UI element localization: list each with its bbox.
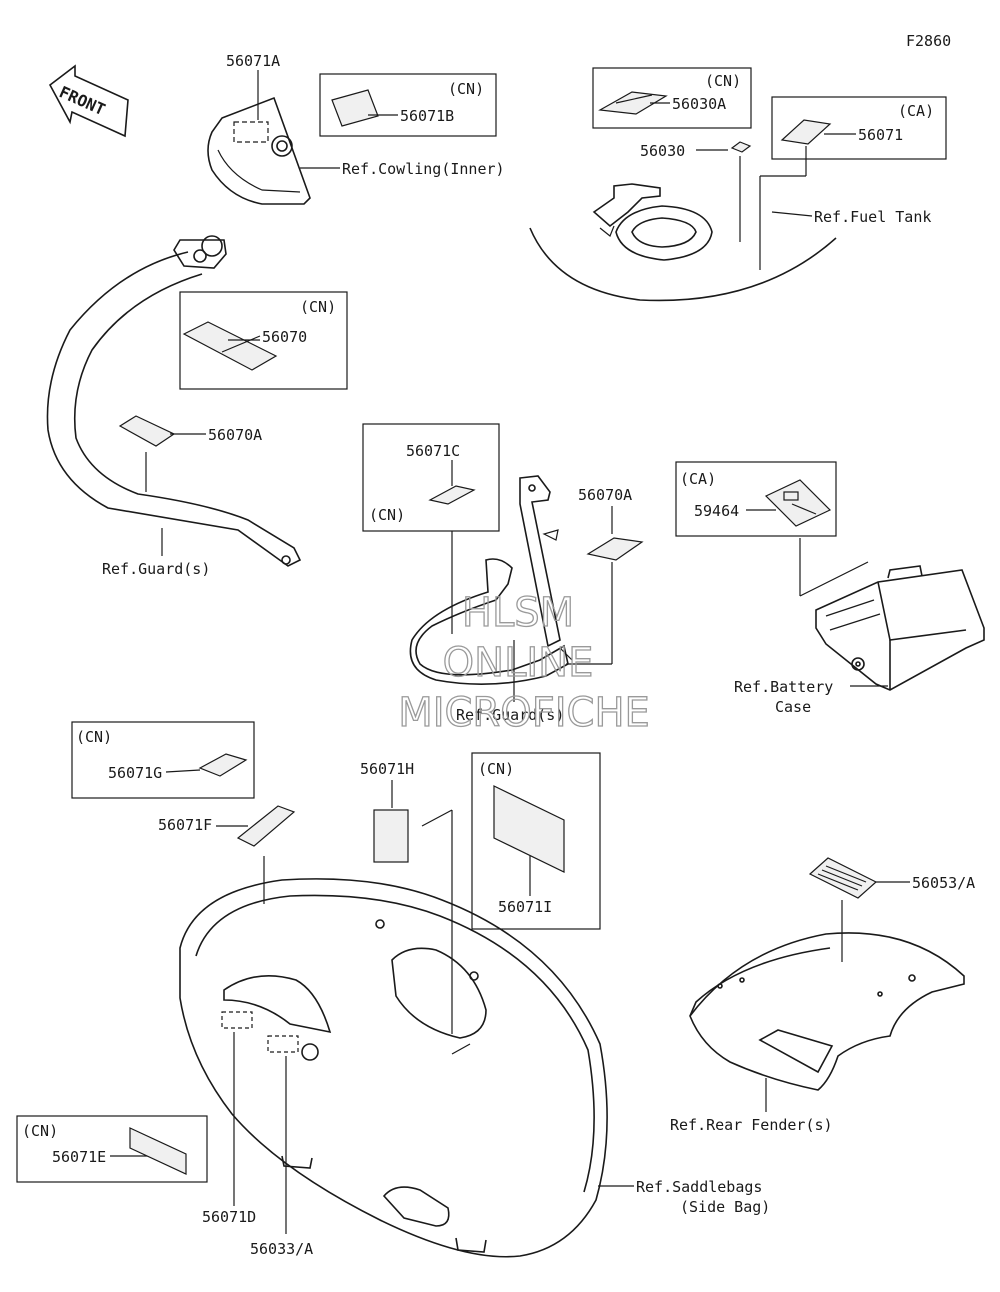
fuel-tank-part — [529, 183, 837, 302]
callout-box-56070: (CN) 56070 — [179, 291, 348, 390]
callout-box-56071e: (CN) 56071E — [16, 1115, 208, 1183]
part-label-56071g: 56071G — [108, 764, 162, 782]
region-cn: (CN) — [22, 1122, 58, 1140]
region-cn: (CN) — [705, 72, 741, 90]
ref-rear-fender: Ref.Rear Fender(s) — [670, 1116, 833, 1134]
battery-case-part — [815, 565, 985, 691]
guard-center-part — [409, 475, 573, 685]
part-label-56071d: 56071D — [202, 1208, 256, 1226]
ref-battery-case-line1: Ref.Battery — [734, 678, 833, 696]
region-cn: (CN) — [76, 728, 112, 746]
part-label-56033a: 56033/A — [250, 1240, 313, 1258]
part-label-56071a: 56071A — [226, 52, 280, 70]
part-label-59464: 59464 — [694, 502, 739, 520]
figure-code: F2860 — [906, 32, 951, 50]
region-cn: (CN) — [300, 298, 336, 316]
watermark: HLSM ONLINE MICROFICHE — [398, 589, 651, 736]
watermark-line1: HLSM — [462, 590, 574, 636]
region-ca: (CA) — [680, 470, 716, 488]
ref-guard-center: Ref.Guard(s) — [456, 706, 564, 724]
part-label-56071: 56071 — [858, 126, 903, 144]
region-cn: (CN) — [478, 760, 514, 778]
callout-box-56071-ca: (CA) 56071 — [759, 96, 947, 270]
part-label-56053a: 56053/A — [912, 874, 975, 892]
ref-saddlebags-line1: Ref.Saddlebags — [636, 1178, 762, 1196]
part-label-56070a-center: 56070A — [578, 486, 632, 504]
ref-saddlebags-line2: (Side Bag) — [680, 1198, 770, 1216]
part-label-56071c: 56071C — [406, 442, 460, 460]
callout-box-56071i: (CN) 56071I — [471, 752, 601, 930]
part-label-56071f: 56071F — [158, 816, 212, 834]
callout-box-59464: (CA) 59464 — [675, 461, 837, 537]
part-label-56030a: 56030A — [672, 95, 726, 113]
part-label-56070a-left: 56070A — [208, 426, 262, 444]
ref-battery-case-line2: Case — [775, 698, 811, 716]
guard-left-part — [46, 235, 302, 567]
part-label-56070: 56070 — [262, 328, 307, 346]
part-label-56071e: 56071E — [52, 1148, 106, 1166]
watermark-line3: MICROFICHE — [398, 690, 650, 736]
part-label-56071h: 56071H — [360, 760, 414, 778]
ref-guard-left: Ref.Guard(s) — [102, 560, 210, 578]
cowling-inner-part — [207, 96, 311, 205]
callout-box-56071c: 56071C (CN) — [362, 423, 500, 532]
watermark-line2: ONLINE — [443, 640, 594, 686]
label-56071h — [373, 809, 409, 863]
callout-box-56071g: (CN) 56071G — [71, 721, 255, 799]
rear-fender-part — [689, 932, 965, 1091]
ref-fuel-tank: Ref.Fuel Tank — [814, 208, 931, 226]
callout-box-56030a: (CN) 56030A — [592, 67, 752, 129]
region-cn: (CN) — [448, 80, 484, 98]
saddlebag-part — [179, 878, 608, 1258]
label-56070a-left — [118, 415, 176, 447]
ref-cowling-inner: Ref.Cowling(Inner) — [342, 160, 505, 178]
part-label-56071b: 56071B — [400, 107, 454, 125]
part-label-56071i: 56071I — [498, 898, 552, 916]
region-cn: (CN) — [369, 506, 405, 524]
front-arrow-icon: FRONT — [48, 64, 129, 138]
callout-box-56071b: (CN) 56071B — [319, 73, 497, 137]
region-ca: (CA) — [898, 102, 934, 120]
part-label-56030: 56030 — [640, 142, 685, 160]
